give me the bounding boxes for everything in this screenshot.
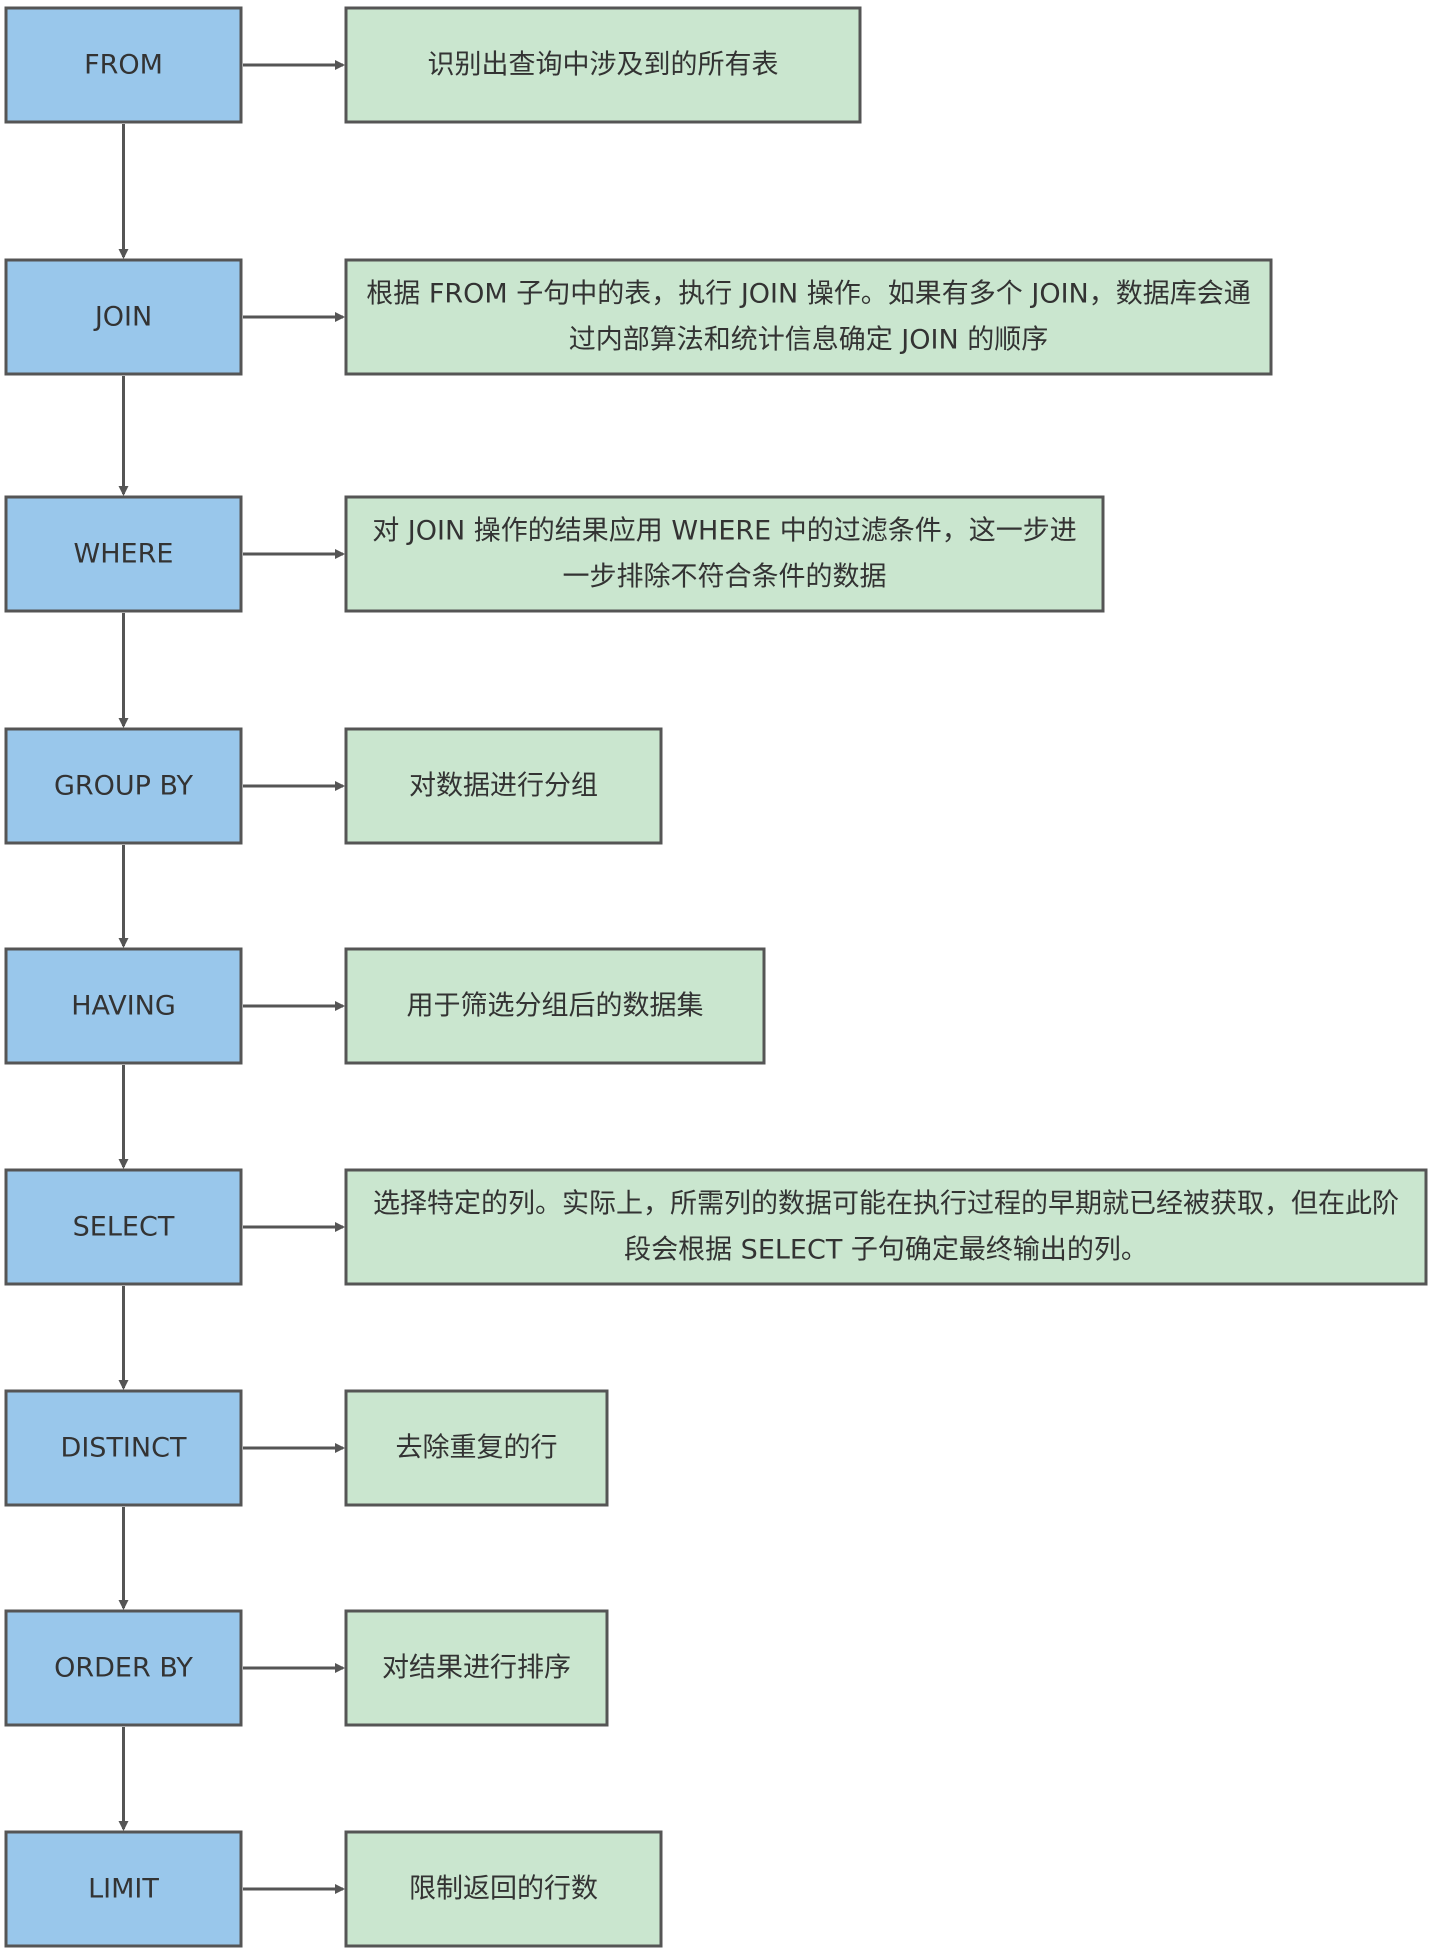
stage-label: JOIN xyxy=(93,302,152,333)
description-box xyxy=(344,6,862,124)
stage-box xyxy=(4,1168,243,1286)
stage-node-distinct: DISTINCT xyxy=(4,1389,243,1507)
description-node-where: 对 JOIN 操作的结果应用 WHERE 中的过滤条件，这一步进一步排除不符合条… xyxy=(344,495,1105,613)
stage-box xyxy=(4,495,243,613)
description-node-distinct: 去除重复的行 xyxy=(344,1389,609,1507)
description-node-from: 识别出查询中涉及到的所有表 xyxy=(344,6,862,124)
description-node-order-by: 对结果进行排序 xyxy=(344,1609,609,1727)
stage-label: HAVING xyxy=(71,991,176,1022)
stage-node-join: JOIN xyxy=(4,258,243,376)
description-box xyxy=(344,258,1273,376)
description-box xyxy=(344,1389,609,1507)
nodes: FROM 识别出查询中涉及到的所有表 JOIN 根据 FROM 子句中的表，执行 JO… xyxy=(4,6,1428,1948)
stage-node-where: WHERE xyxy=(4,495,243,613)
description-line: 去除重复的行 xyxy=(396,1433,558,1464)
stage-box xyxy=(4,258,243,376)
description-line: 限制返回的行数 xyxy=(409,1874,598,1905)
stage-node-limit: LIMIT xyxy=(4,1830,243,1948)
stage-label: SELECT xyxy=(73,1212,175,1243)
description-line: 一步排除不符合条件的数据 xyxy=(563,562,887,593)
stage-box xyxy=(4,727,243,845)
stage-node-order-by: ORDER BY xyxy=(4,1609,243,1727)
description-line: 过内部算法和统计信息确定 JOIN 的顺序 xyxy=(569,325,1049,356)
stage-node-having: HAVING xyxy=(4,947,243,1065)
connectors xyxy=(118,60,345,1894)
stage-box xyxy=(4,1830,243,1948)
description-box xyxy=(344,947,766,1065)
description-box xyxy=(344,1609,609,1727)
stage-box xyxy=(4,1389,243,1507)
stage-label: ORDER BY xyxy=(54,1653,193,1684)
description-line: 根据 FROM 子句中的表，执行 JOIN 操作。如果有多个 JOIN，数据库会… xyxy=(366,279,1251,310)
stage-box xyxy=(4,1609,243,1727)
description-box xyxy=(344,495,1105,613)
description-node-group-by: 对数据进行分组 xyxy=(344,727,663,845)
description-line: 识别出查询中涉及到的所有表 xyxy=(428,50,779,81)
stage-node-group-by: GROUP BY xyxy=(4,727,243,845)
stage-label: FROM xyxy=(84,50,163,81)
description-line: 对结果进行排序 xyxy=(382,1653,571,1684)
description-line: 对 JOIN 操作的结果应用 WHERE 中的过滤条件，这一步进 xyxy=(372,516,1077,547)
description-line: 选择特定的列。实际上，所需列的数据可能在执行过程的早期就已经被获取，但在此阶 xyxy=(373,1189,1399,1220)
stage-box xyxy=(4,6,243,124)
stage-label: GROUP BY xyxy=(54,771,194,802)
stage-label: WHERE xyxy=(74,539,174,570)
description-node-select: 选择特定的列。实际上，所需列的数据可能在执行过程的早期就已经被获取，但在此阶段会… xyxy=(344,1168,1428,1286)
description-box xyxy=(344,1830,663,1948)
description-node-limit: 限制返回的行数 xyxy=(344,1830,663,1948)
stage-node-from: FROM xyxy=(4,6,243,124)
description-box xyxy=(344,727,663,845)
stage-node-select: SELECT xyxy=(4,1168,243,1286)
stage-label: DISTINCT xyxy=(61,1433,187,1464)
description-node-join: 根据 FROM 子句中的表，执行 JOIN 操作。如果有多个 JOIN，数据库会… xyxy=(344,258,1273,376)
description-line: 对数据进行分组 xyxy=(409,771,598,802)
description-node-having: 用于筛选分组后的数据集 xyxy=(344,947,766,1065)
stage-label: LIMIT xyxy=(88,1874,159,1905)
description-line: 段会根据 SELECT 子句确定最终输出的列。 xyxy=(624,1235,1148,1266)
stage-box xyxy=(4,947,243,1065)
description-line: 用于筛选分组后的数据集 xyxy=(407,991,704,1022)
description-box xyxy=(344,1168,1428,1286)
